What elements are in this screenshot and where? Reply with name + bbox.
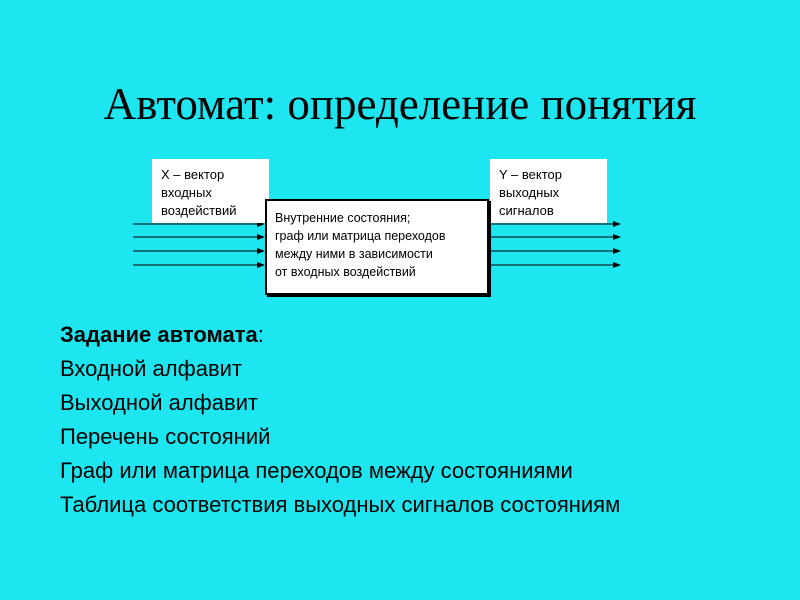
input-box-line: входных bbox=[161, 185, 212, 200]
output-vector-box: Y – вектор выходных сигналов bbox=[490, 159, 607, 223]
spec-heading-label: Задание автомата bbox=[60, 322, 258, 347]
internal-states-box: Внутренние состояния; граф или матрица п… bbox=[265, 199, 489, 295]
input-box-line: X – вектор bbox=[161, 167, 225, 182]
signal-arrows bbox=[133, 221, 621, 268]
output-box-line: Y – вектор bbox=[499, 167, 562, 182]
spec-heading-colon: : bbox=[257, 322, 264, 347]
output-box-line: выходных bbox=[499, 185, 560, 200]
automaton-diagram: X – вектор входных воздействий Y – векто… bbox=[133, 159, 621, 295]
spec-item: Выходной алфавит bbox=[60, 390, 259, 415]
spec-item: Входной алфавит bbox=[60, 356, 243, 381]
spec-item: Перечень состояний bbox=[60, 424, 271, 449]
automaton-spec: Задание автомата: Входной алфавит Выходн… bbox=[60, 318, 620, 522]
spec-item: Граф или матрица переходов между состоян… bbox=[60, 458, 573, 483]
state-box-line: между ними в зависимости bbox=[275, 247, 433, 261]
input-vector-box: X – вектор входных воздействий bbox=[152, 159, 269, 223]
spec-heading: Задание автомата: bbox=[60, 318, 620, 352]
output-box-line: сигналов bbox=[499, 203, 554, 218]
slide-title: Автомат: определение понятия bbox=[103, 79, 697, 129]
state-box-line: граф или матрица переходов bbox=[275, 229, 446, 243]
state-box-line: Внутренние состояния; bbox=[275, 211, 411, 225]
input-box-line: воздействий bbox=[161, 203, 237, 218]
spec-item: Таблица соответствия выходных сигналов с… bbox=[60, 492, 621, 517]
state-box-line: от входных воздействий bbox=[275, 265, 416, 279]
